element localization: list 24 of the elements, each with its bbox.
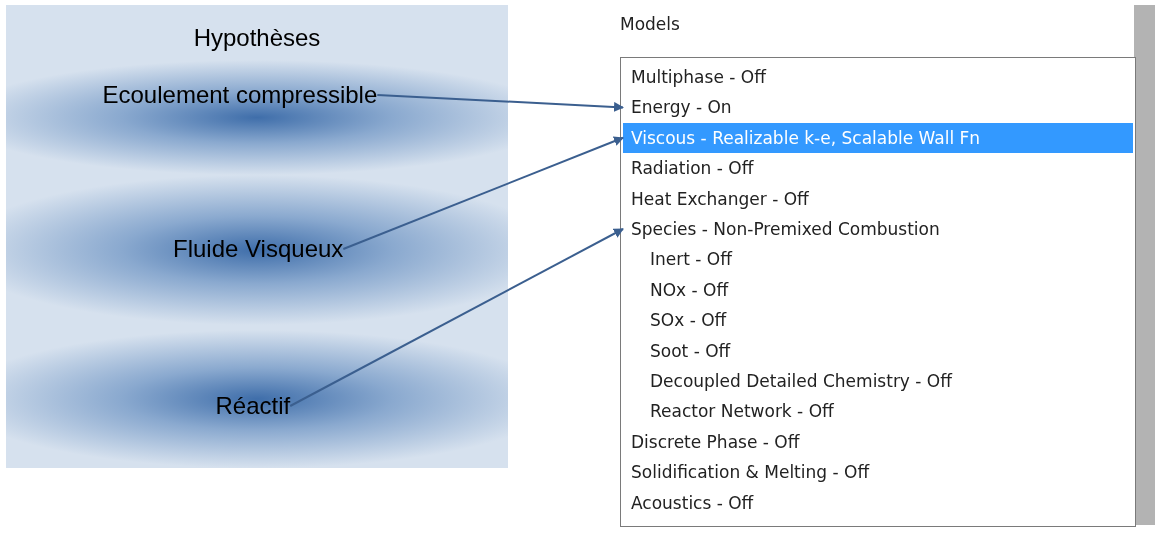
hypothesis-label: Réactif — [215, 392, 291, 420]
list-item: Multiphase - Off — [623, 62, 1133, 92]
arrow — [342, 136, 624, 250]
arrow — [289, 228, 624, 407]
list-item: Species - Non-Premixed Combustion — [623, 214, 1133, 244]
list-item: SOx - Off — [623, 305, 1133, 336]
list-item: Acoustics - Off — [623, 487, 1133, 518]
panel-title: Models — [620, 14, 680, 34]
panel-heading: Hypothèses — [192, 24, 322, 52]
list-item: Inert - Off — [623, 244, 1133, 275]
hypothesis-label: Ecoulement compressible — [102, 81, 378, 109]
hypothesis-label: Fluide Visqueux — [173, 235, 344, 263]
list-item: Soot - Off — [623, 335, 1133, 366]
list-item: Discrete Phase - Off — [623, 426, 1133, 457]
list-item: Reactor Network - Off — [623, 396, 1133, 427]
list-item: NOx - Off — [623, 274, 1133, 305]
arrow — [376, 94, 624, 112]
list-item: Radiation - Off — [623, 153, 1133, 184]
list-item: Solidification & Melting - Off — [623, 457, 1133, 488]
hypotheses-panel — [6, 5, 508, 468]
selected-list-item: Viscous - Realizable k-e, Scalable Wall Fn — [623, 122, 1133, 153]
list-item: Energy - On — [623, 92, 1133, 123]
list-item: Decoupled Detailed Chemistry - Off — [623, 366, 1133, 396]
list-item: Heat Exchanger - Off — [623, 183, 1133, 214]
